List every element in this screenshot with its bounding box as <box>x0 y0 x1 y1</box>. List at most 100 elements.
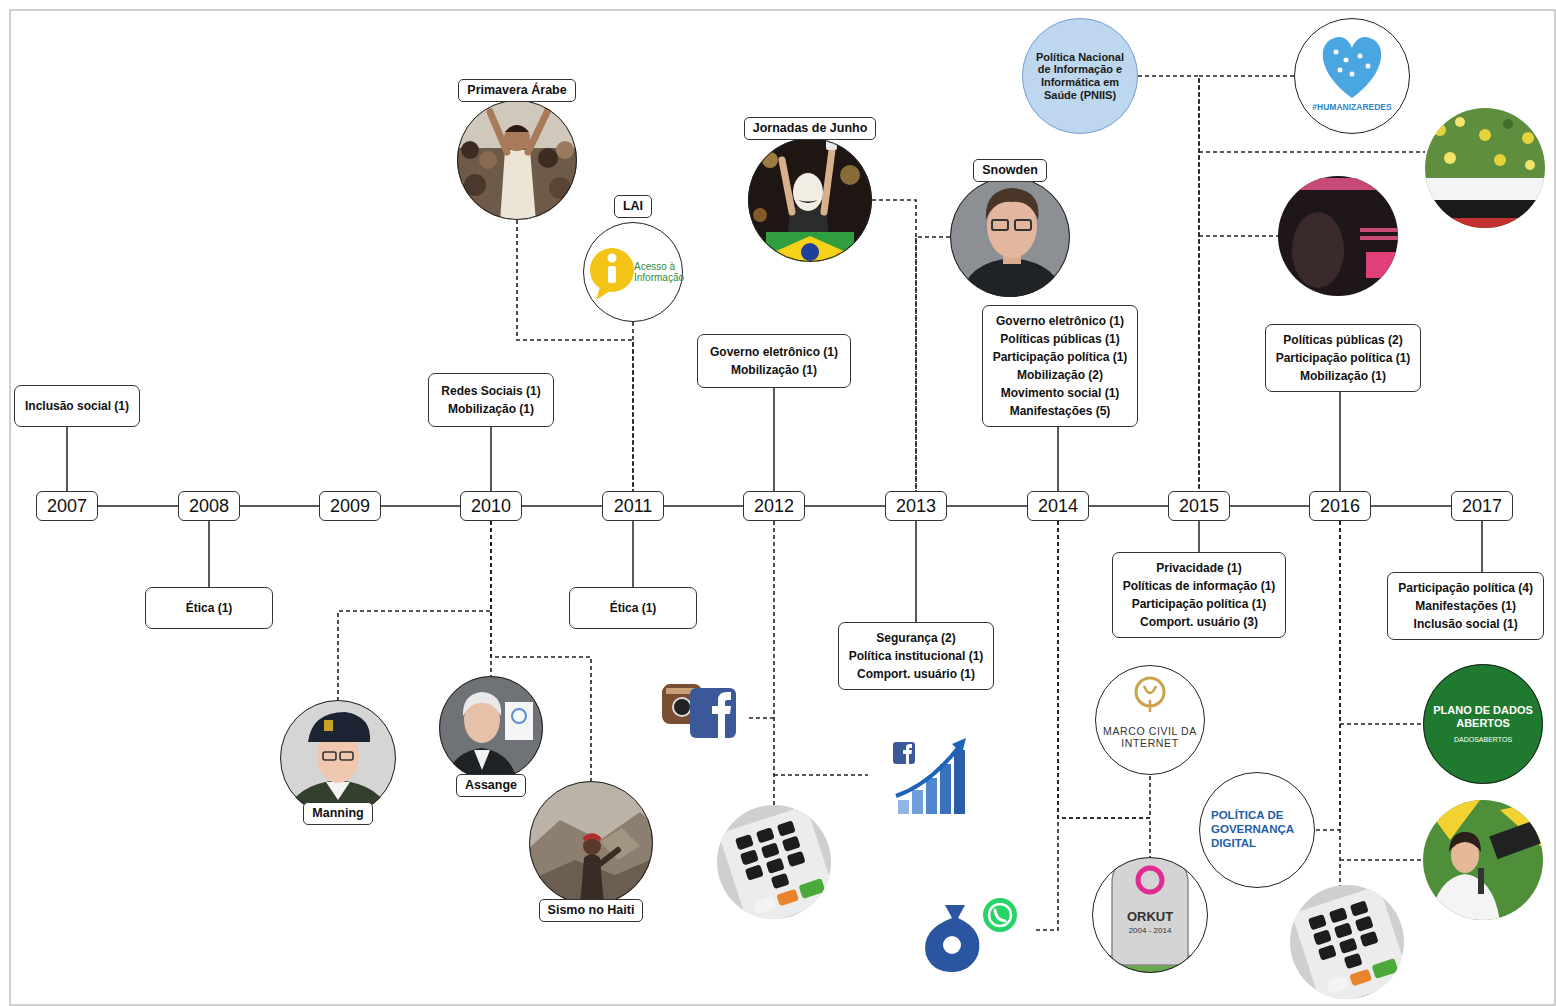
june-protest-photo <box>798 200 818 203</box>
protest-crowd-photo <box>1434 124 1446 136</box>
orkut-tombstone <box>1112 852 1188 965</box>
open-data-logo <box>1421 760 1460 786</box>
orkut-tombstone <box>1138 868 1162 892</box>
voting-machine-icon <box>776 889 799 907</box>
image-circle: Snowden <box>950 159 1070 297</box>
timeline-line <box>522 505 602 507</box>
access-info-logo <box>608 254 617 263</box>
humaniza-heart <box>1323 37 1381 98</box>
timeline-line <box>664 505 743 507</box>
circle-outline: Política Nacional de Informação e Inform… <box>1022 18 1138 134</box>
impeachment-photo <box>1430 874 1500 922</box>
arab-spring-photo <box>504 125 530 151</box>
violence-map-poster <box>1292 212 1344 288</box>
topic-text: Mobilização (1) <box>1276 367 1411 385</box>
voting-machine-icon <box>756 827 775 843</box>
violence-map-poster <box>1360 228 1400 232</box>
haiti-quake-photo <box>527 779 660 910</box>
timeline-line <box>240 505 319 507</box>
open-data-logo <box>1421 662 1545 786</box>
voting-machine-icon <box>1349 969 1372 987</box>
year-box: 2008 <box>178 491 240 521</box>
topic-text: Participação política (1) <box>1123 595 1276 613</box>
circle-outline <box>457 100 577 220</box>
leader-line <box>1199 151 1425 153</box>
violence-map-poster <box>1276 174 1400 298</box>
voting-machine-icon <box>745 864 764 880</box>
instagram-facebook-icon <box>673 698 691 716</box>
image-circle: MARCO CIVIL DA INTERNET <box>1095 665 1205 775</box>
protest-crowd-photo <box>1503 119 1513 129</box>
assange-portrait <box>463 692 501 716</box>
impeachment-photo <box>1478 868 1484 894</box>
year-label: 2014 <box>1038 496 1078 516</box>
image-circle: Sismo no Haiti <box>529 781 653 922</box>
humaniza-heart <box>1344 58 1349 63</box>
topic-text: Redes Sociais (1) <box>441 382 540 400</box>
access-info-logo <box>590 248 634 300</box>
violence-map-poster <box>1366 252 1396 278</box>
voting-machine-icon <box>1313 929 1332 945</box>
violence-map-poster <box>1276 174 1400 298</box>
circle-outline <box>529 781 653 905</box>
manning-portrait <box>340 752 353 760</box>
year-label: 2017 <box>1462 496 1502 516</box>
arab-spring-photo <box>500 150 536 222</box>
arab-spring-photo <box>455 98 579 222</box>
image-circle: ORKUT2004 - 2014 <box>1092 857 1208 973</box>
caption-label: Sismo no Haiti <box>539 899 644 922</box>
arab-spring-photo <box>528 110 548 152</box>
image-circle: #HUMANIZAREDES <box>1294 18 1410 134</box>
assange-portrait <box>505 702 533 740</box>
voting-machine-icon <box>1344 953 1363 969</box>
dashed-connector <box>1138 76 1199 491</box>
voting-machine-icon <box>1292 885 1410 1006</box>
year-box: 2015 <box>1168 491 1230 521</box>
year-label: 2010 <box>471 496 511 516</box>
topic-text: Ética (1) <box>580 599 686 617</box>
protest-crowd-photo <box>1525 160 1535 170</box>
dashed-connector <box>1199 76 1294 491</box>
facebook-growth-icon <box>866 714 990 838</box>
year-box: 2009 <box>319 491 381 521</box>
instagram-facebook-icon <box>652 668 748 764</box>
connector-line <box>1339 392 1341 491</box>
image-circle: Primavera Árabe <box>457 79 577 220</box>
protest-crowd-photo <box>1522 132 1534 144</box>
circle-text: DADOSABERTOS <box>1454 736 1512 744</box>
year-label: 2016 <box>1320 496 1360 516</box>
arab-spring-photo <box>538 148 558 168</box>
topic-text: Manifestações (1) <box>1398 597 1533 615</box>
instagram-facebook-icon <box>652 668 748 764</box>
circle-outline <box>748 138 872 262</box>
voting-machine-icon <box>1360 931 1379 947</box>
year-box: 2016 <box>1309 491 1371 521</box>
facebook-growth-icon <box>898 800 909 814</box>
topic-text: Inclusão social (1) <box>1398 615 1533 633</box>
manning-portrait <box>323 752 336 760</box>
haiti-quake-photo <box>600 850 618 864</box>
june-protest-photo <box>782 160 792 212</box>
arab-spring-photo <box>549 177 571 199</box>
june-protest-photo <box>753 208 767 222</box>
dashed-connector <box>517 220 633 491</box>
leader-line <box>1033 521 1058 930</box>
voting-machine-icon <box>787 851 806 867</box>
circle-outline: Acesso à Informação <box>583 222 683 322</box>
protest-crowd-photo <box>1479 129 1491 141</box>
impeachment-photo <box>1449 832 1481 852</box>
connector-line <box>66 427 68 491</box>
impeachment-photo <box>1421 798 1552 922</box>
humaniza-heart <box>1358 54 1363 59</box>
whatsapp-purchase-icon <box>989 904 1011 926</box>
haiti-quake-photo <box>527 812 660 910</box>
protest-crowd-photo <box>1494 154 1506 166</box>
protest-crowd-photo <box>1423 106 1547 230</box>
access-info-logo <box>608 266 616 283</box>
snowden-portrait <box>948 175 1072 299</box>
whatsapp-purchase-icon <box>915 870 1035 990</box>
topic-box: Governo eletrônico (1)Mobilização (1) <box>697 334 851 388</box>
voting-machine-icon <box>1339 938 1358 954</box>
dashed-connector <box>338 521 491 700</box>
year-box: 2014 <box>1027 491 1089 521</box>
